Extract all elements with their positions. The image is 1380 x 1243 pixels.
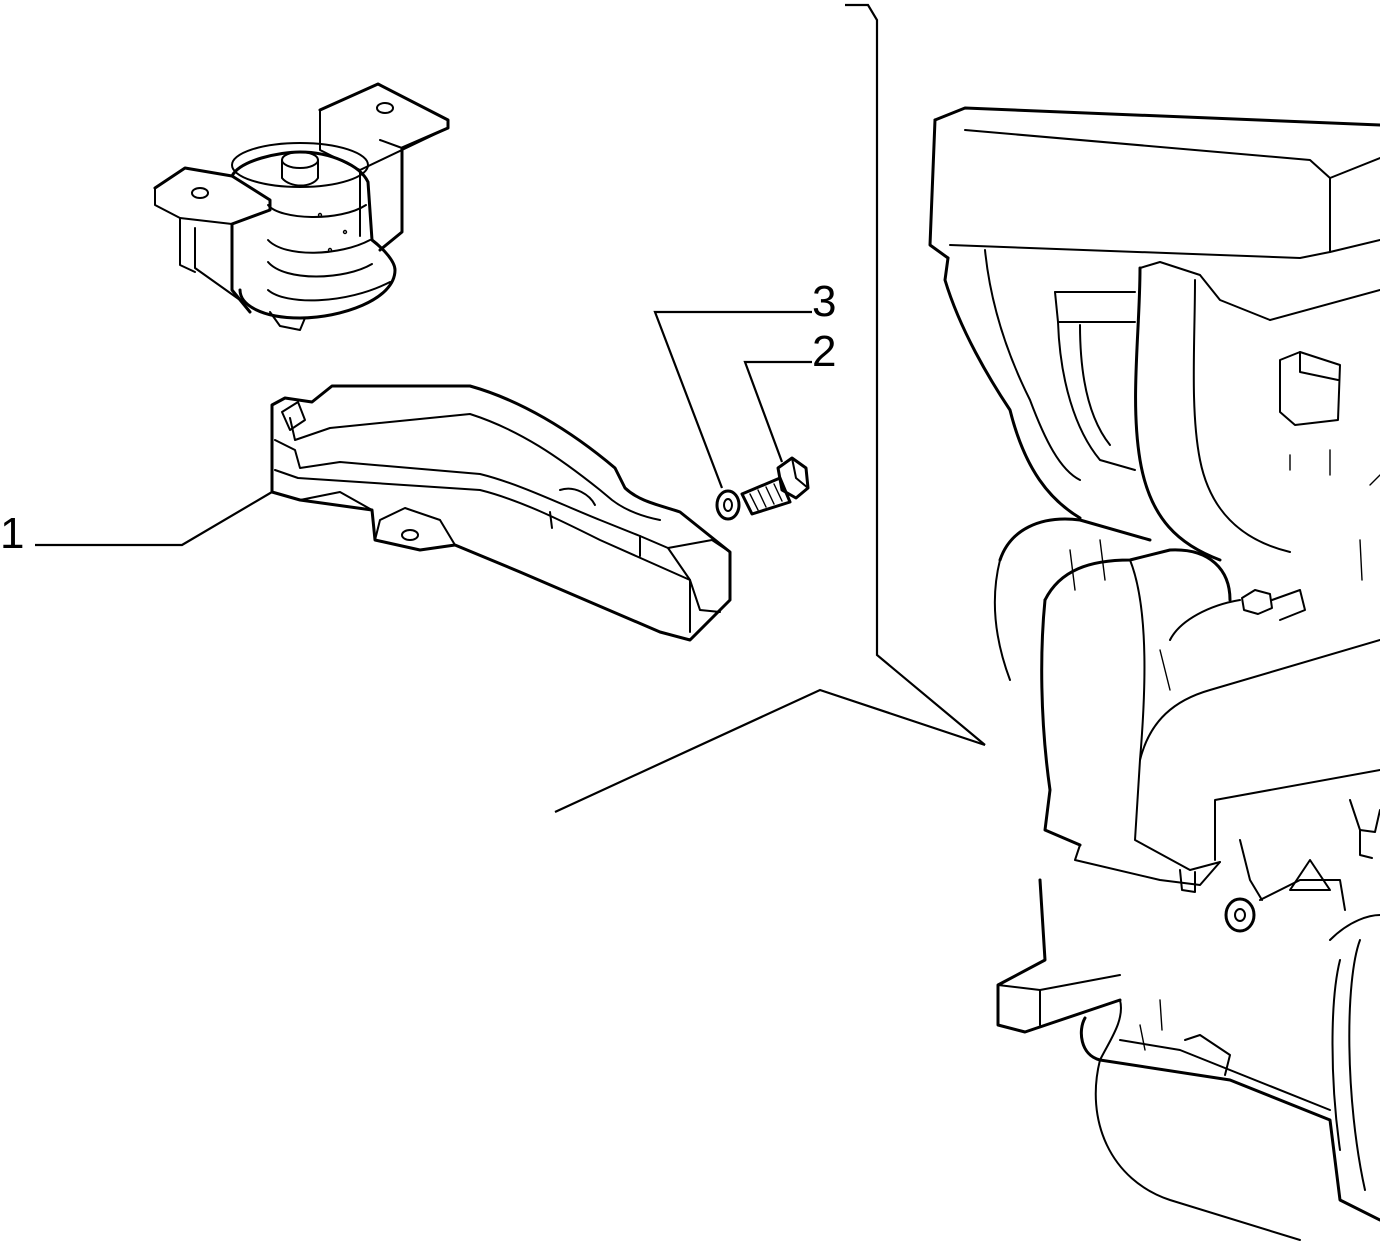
mounting-bracket-drawing bbox=[270, 384, 732, 642]
callout-number-2: 2 bbox=[812, 327, 837, 376]
engine-drawing bbox=[928, 106, 1380, 1241]
callout-number-1: 1 bbox=[0, 509, 25, 558]
engine-outline-boundary bbox=[554, 3, 986, 813]
leader-lines bbox=[35, 310, 812, 547]
callout-number-3: 3 bbox=[812, 277, 837, 326]
washer-and-bolt-drawing bbox=[715, 456, 810, 521]
engine-mount-drawing bbox=[153, 82, 450, 331]
